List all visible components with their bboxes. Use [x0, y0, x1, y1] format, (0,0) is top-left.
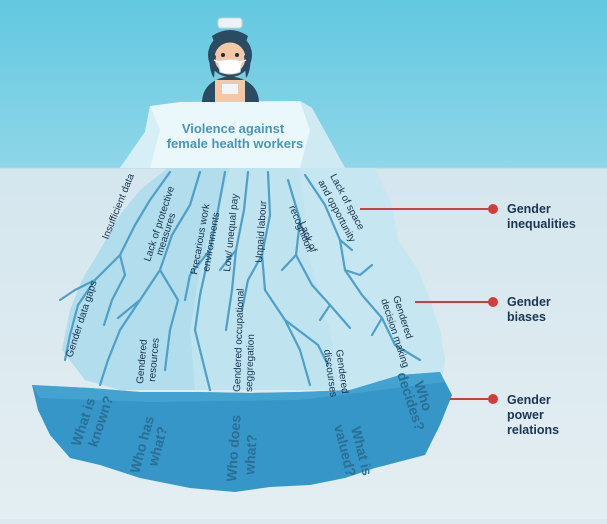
level-labels: Gender inequalities Gender biases Gender…: [507, 202, 576, 437]
label-unpaid-labour: Unpaid labour: [254, 200, 269, 264]
iceberg-base: [32, 372, 452, 492]
title-line-1: Violence against: [182, 121, 285, 136]
level-inequalities-1: Gender: [507, 202, 551, 216]
iceberg-cracks: [58, 170, 422, 392]
level-inequalities-2: inequalities: [507, 217, 576, 231]
level-biases-2: biases: [507, 310, 546, 324]
marker-dot-inequalities: [488, 204, 498, 214]
level-markers: [360, 204, 498, 404]
iceberg-tip-shade: [300, 101, 345, 168]
label-gendered-resources-2: resources: [147, 338, 162, 383]
title-line-2: female health workers: [167, 136, 304, 151]
marker-dot-biases: [488, 297, 498, 307]
iceberg-tip: [120, 101, 345, 168]
level-power-1: Gender: [507, 393, 551, 407]
label-gendered-occupational-2: seggregation: [244, 334, 257, 392]
q-who-does-1: Who does: [223, 414, 244, 482]
marker-dot-power: [488, 394, 498, 404]
iceberg-underwater-shade: [62, 168, 230, 390]
iceberg-base-highlight: [32, 372, 445, 402]
health-worker-icon: [202, 17, 259, 102]
q-who-does-2: what?: [241, 434, 260, 476]
level-power-2: power: [507, 408, 544, 422]
level-biases-1: Gender: [507, 295, 551, 309]
iceberg-tip-shade-left: [120, 106, 160, 168]
level-power-3: relations: [507, 423, 559, 437]
label-gendered-resources-1: Gendered: [135, 339, 150, 384]
label-gendered-occupational-1: Gendered occupational: [232, 288, 247, 392]
iceberg-underwater-shade-right: [300, 168, 445, 390]
